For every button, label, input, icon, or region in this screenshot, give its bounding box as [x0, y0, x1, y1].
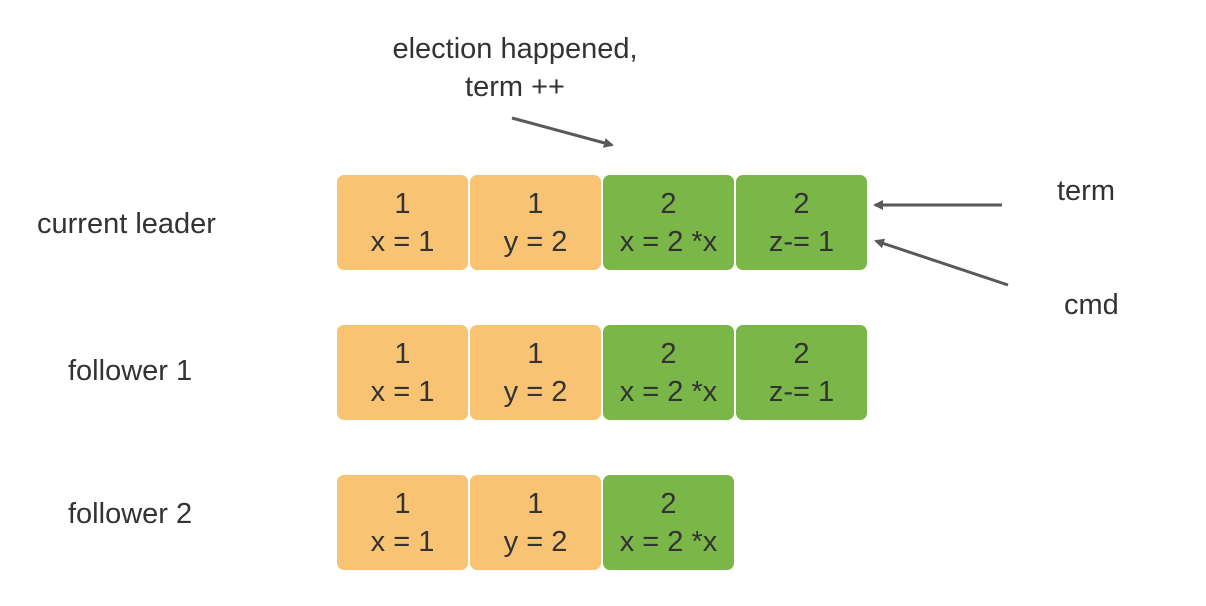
log-entry: 2 x = 2 *x: [603, 175, 734, 270]
row-label-follower-2: follower 2: [68, 498, 193, 530]
entry-term: 2: [793, 337, 810, 370]
entry-term: 2: [660, 187, 677, 220]
entry-term: 1: [394, 337, 411, 370]
election-annotation-line2: term ++: [465, 71, 565, 103]
election-arrow: [511, 116, 614, 148]
election-annotation-line1: election happened,: [392, 33, 638, 65]
entry-cmd: x = 2 *x: [619, 225, 718, 258]
cmd-annotation: cmd: [1064, 289, 1119, 321]
entry-cmd: x = 2 *x: [619, 375, 718, 408]
row-label-follower-1: follower 1: [68, 355, 193, 387]
election-annotation: election happened, term ++: [370, 30, 660, 106]
log-entry: 1 x = 1: [337, 475, 468, 570]
entry-term: 1: [527, 337, 544, 370]
entry-cmd: x = 1: [370, 225, 435, 258]
entry-cmd: z-= 1: [768, 225, 835, 258]
term-annotation: term: [1057, 175, 1115, 207]
entry-cmd: y = 2: [503, 225, 568, 258]
entry-term: 1: [527, 187, 544, 220]
entry-term: 2: [660, 487, 677, 520]
cmd-arrow: [874, 238, 1009, 287]
entry-term: 1: [527, 487, 544, 520]
log-entry: 2 x = 2 *x: [603, 325, 734, 420]
log-entry: 1 y = 2: [470, 175, 601, 270]
entry-term: 1: [394, 487, 411, 520]
log-entry: 2 z-= 1: [736, 175, 867, 270]
log-entry: 2 x = 2 *x: [603, 475, 734, 570]
entry-cmd: y = 2: [503, 525, 568, 558]
log-entry: 1 y = 2: [470, 475, 601, 570]
entry-cmd: x = 2 *x: [619, 525, 718, 558]
log-entry: 1 y = 2: [470, 325, 601, 420]
log-entry: 1 x = 1: [337, 175, 468, 270]
entry-cmd: z-= 1: [768, 375, 835, 408]
log-entry: 2 z-= 1: [736, 325, 867, 420]
entry-term: 2: [660, 337, 677, 370]
log-entry: 1 x = 1: [337, 325, 468, 420]
entry-cmd: x = 1: [370, 375, 435, 408]
entry-cmd: x = 1: [370, 525, 435, 558]
entry-term: 2: [793, 187, 810, 220]
entry-cmd: y = 2: [503, 375, 568, 408]
entry-term: 1: [394, 187, 411, 220]
row-label-current-leader: current leader: [37, 208, 216, 240]
